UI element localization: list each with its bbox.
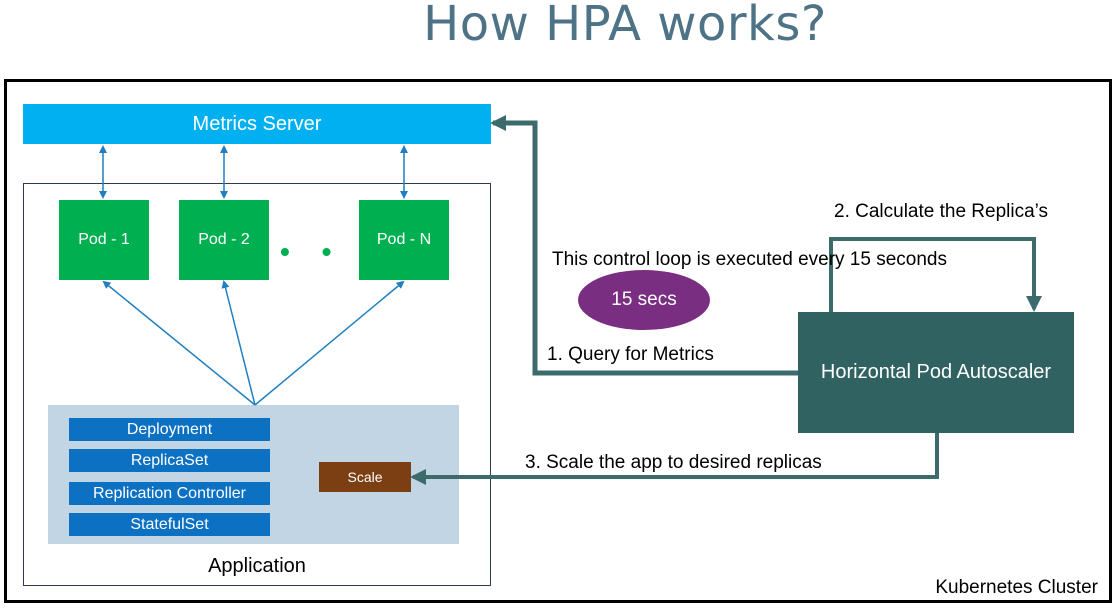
metrics-server-box: Metrics Server [23,104,491,144]
deployment-box: Deployment [69,418,270,441]
workload-pod2-link [221,280,256,406]
replication-controller-box: Replication Controller [69,482,270,505]
replicaset-box: ReplicaSet [69,449,270,472]
scale-box: Scale [319,462,411,492]
kubernetes-cluster-frame [4,79,1112,603]
pod-1-box: Pod - 1 [59,200,149,280]
query-metrics-arrow [490,115,798,376]
pod-2-box: Pod - 2 [179,200,269,280]
scale-app-arrow [410,433,939,485]
pod-n-box: Pod - N [359,200,449,280]
cluster-label: Kubernetes Cluster [935,577,1098,598]
pod-ellipsis: • • • [280,236,385,267]
statefulset-box: StatefulSet [69,513,270,536]
workload-podn-link [254,280,405,406]
step-1-label: 1. Query for Metrics [547,344,714,365]
page-title: How HPA works? [423,0,827,52]
step-3-label: 3. Scale the app to desired replicas [525,452,822,473]
step-2-label: 2. Calculate the Replica’s [834,201,1049,222]
hpa-box: Horizontal Pod Autoscaler [798,312,1074,433]
interval-badge: 15 secs [578,270,710,330]
loop-text: This control loop is executed every 15 s… [552,249,947,270]
calculate-replicas-loop [829,237,1042,312]
application-label: Application [208,555,306,577]
workload-pod1-link [102,280,256,406]
